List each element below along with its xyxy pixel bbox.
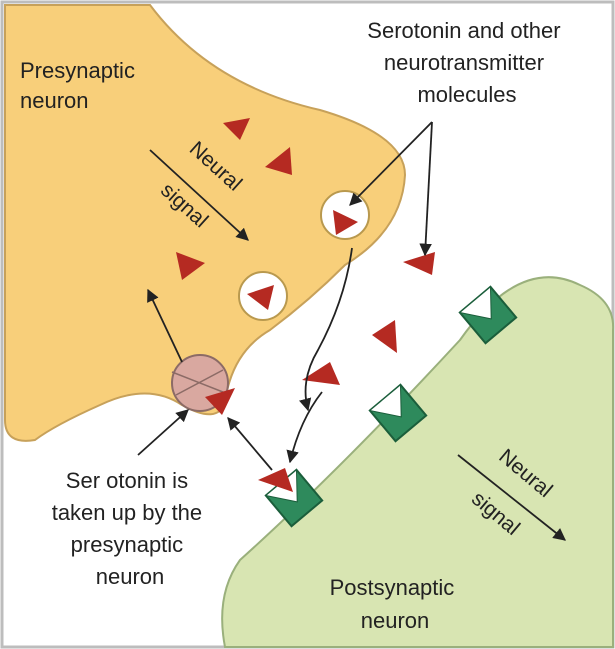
label-line: neuron: [361, 608, 430, 633]
label-line: presynaptic: [71, 532, 184, 557]
label-line: taken up by the: [52, 500, 202, 525]
label-line: neuron: [96, 564, 165, 589]
label-line: Ser otonin is: [66, 468, 188, 493]
label-line: Serotonin and other: [367, 18, 560, 43]
label-line: Presynaptic: [20, 58, 135, 83]
label-line: neuron: [20, 88, 89, 113]
label-line: neurotransmitter: [384, 50, 544, 75]
label-line: Postsynaptic: [330, 575, 455, 600]
label-line: molecules: [417, 82, 516, 107]
vesicle: [321, 191, 369, 239]
